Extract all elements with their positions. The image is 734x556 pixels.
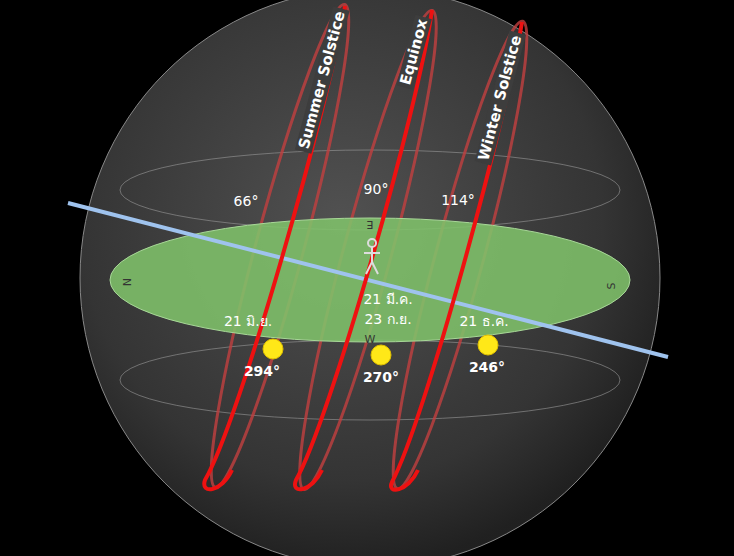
observer-figure bbox=[364, 239, 380, 274]
sphere bbox=[80, 0, 660, 556]
date-label: 21 มิ.ย. bbox=[224, 314, 272, 329]
altitude-label: 114° bbox=[441, 193, 475, 208]
compass-point: S bbox=[606, 283, 618, 290]
sun-path-front bbox=[204, 6, 522, 490]
date-label: 23 ก.ย. bbox=[364, 312, 411, 327]
celestial-axis bbox=[68, 203, 668, 357]
compass-point: N bbox=[120, 278, 132, 286]
altitude-label: 66° bbox=[234, 194, 259, 209]
altitude-label: 90° bbox=[364, 182, 389, 197]
azimuth-label: 246° bbox=[469, 360, 505, 375]
sphere-grid bbox=[120, 340, 620, 420]
date-label: 21 มี.ค. bbox=[363, 292, 412, 307]
azimuth-label: 294° bbox=[244, 364, 280, 379]
azimuth-label: 270° bbox=[363, 370, 399, 385]
compass-point: E bbox=[367, 218, 374, 230]
sun-dot bbox=[263, 335, 498, 365]
date-label: 21 ธ.ค. bbox=[459, 314, 508, 329]
compass-point: W bbox=[365, 334, 376, 346]
